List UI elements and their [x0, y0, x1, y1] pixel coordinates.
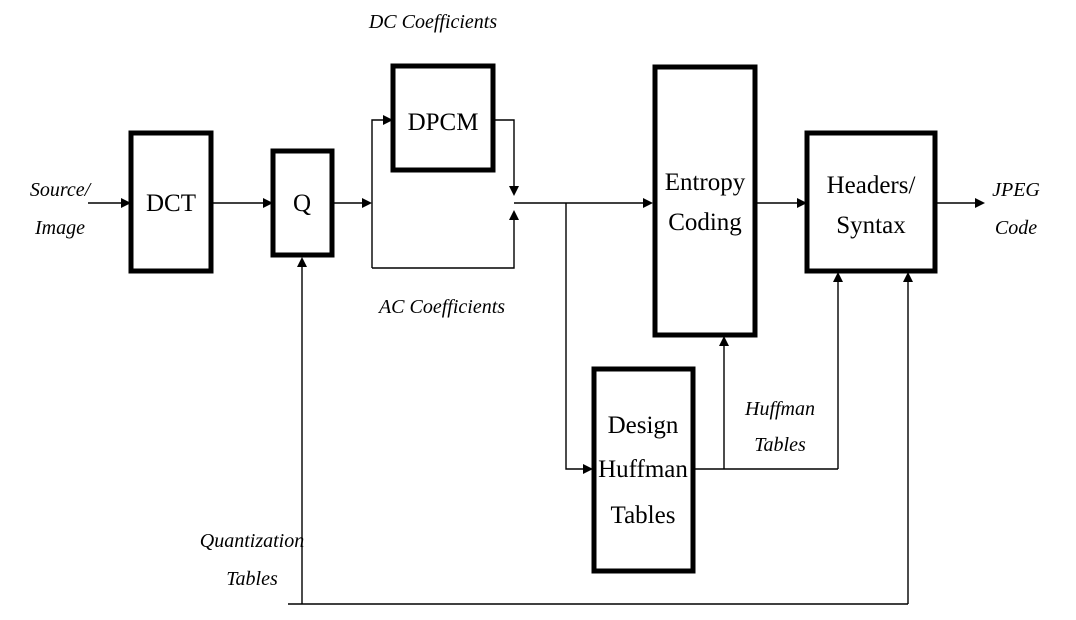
arrowhead — [362, 198, 372, 208]
ac-coefficients-label: AC Coefficients — [377, 296, 505, 318]
quantization-tables-label-line1: Quantization — [200, 530, 304, 552]
jpeg-code-label-line1: JPEG — [992, 179, 1040, 201]
jpeg-code-label-line2: Code — [995, 217, 1037, 239]
arrowhead — [297, 257, 307, 267]
q-block: Q — [270, 148, 335, 258]
arrowhead — [903, 272, 913, 282]
huffman-design-label-line2: Huffman — [598, 456, 688, 483]
huffman-tables-label-line1: Huffman — [744, 398, 815, 420]
arrowhead — [719, 336, 729, 346]
to-huffman-design-wire — [565, 203, 586, 470]
arrowhead — [121, 198, 131, 208]
headers-label-line2: Syntax — [836, 212, 906, 239]
huffman-tables-label-line2: Tables — [754, 434, 806, 456]
ac-coefficients-wire — [372, 218, 515, 269]
headers-syntax-block: Headers/ Syntax — [804, 130, 938, 274]
entropy-coding-block: Entropy Coding — [652, 64, 758, 338]
arrowhead — [509, 210, 519, 220]
entropy-label-line1: Entropy — [665, 169, 746, 196]
connections — [88, 115, 985, 605]
q-label: Q — [293, 190, 311, 217]
dpcm-block: DPCM — [390, 63, 496, 173]
arrowhead — [263, 198, 273, 208]
arrowhead — [509, 186, 519, 196]
quantization-tables-label-line2: Tables — [226, 568, 278, 590]
huffman-design-label-line1: Design — [608, 412, 679, 439]
source-label-line2: Image — [34, 217, 85, 239]
entropy-label-line2: Coding — [668, 209, 742, 236]
arrowhead — [797, 198, 807, 208]
dct-block: DCT — [128, 130, 214, 274]
dpcm-out-wire — [494, 119, 515, 188]
dct-label: DCT — [146, 190, 196, 217]
annotations: Source/ Image JPEG Code DC Coefficients … — [30, 11, 1041, 590]
design-huffman-tables-block: Design Huffman Tables — [591, 366, 696, 574]
dc-coefficients-label: DC Coefficients — [368, 11, 498, 33]
source-label-line1: Source/ — [30, 179, 93, 201]
split-to-dpcm-wire — [371, 119, 386, 268]
headers-label-line1: Headers/ — [827, 172, 916, 199]
arrowhead — [383, 115, 393, 125]
dpcm-label: DPCM — [408, 109, 479, 136]
arrowhead — [583, 464, 593, 474]
arrowhead — [975, 198, 985, 208]
huffman-design-label-line3: Tables — [611, 502, 676, 529]
arrowhead — [833, 272, 843, 282]
arrowhead — [643, 198, 653, 208]
